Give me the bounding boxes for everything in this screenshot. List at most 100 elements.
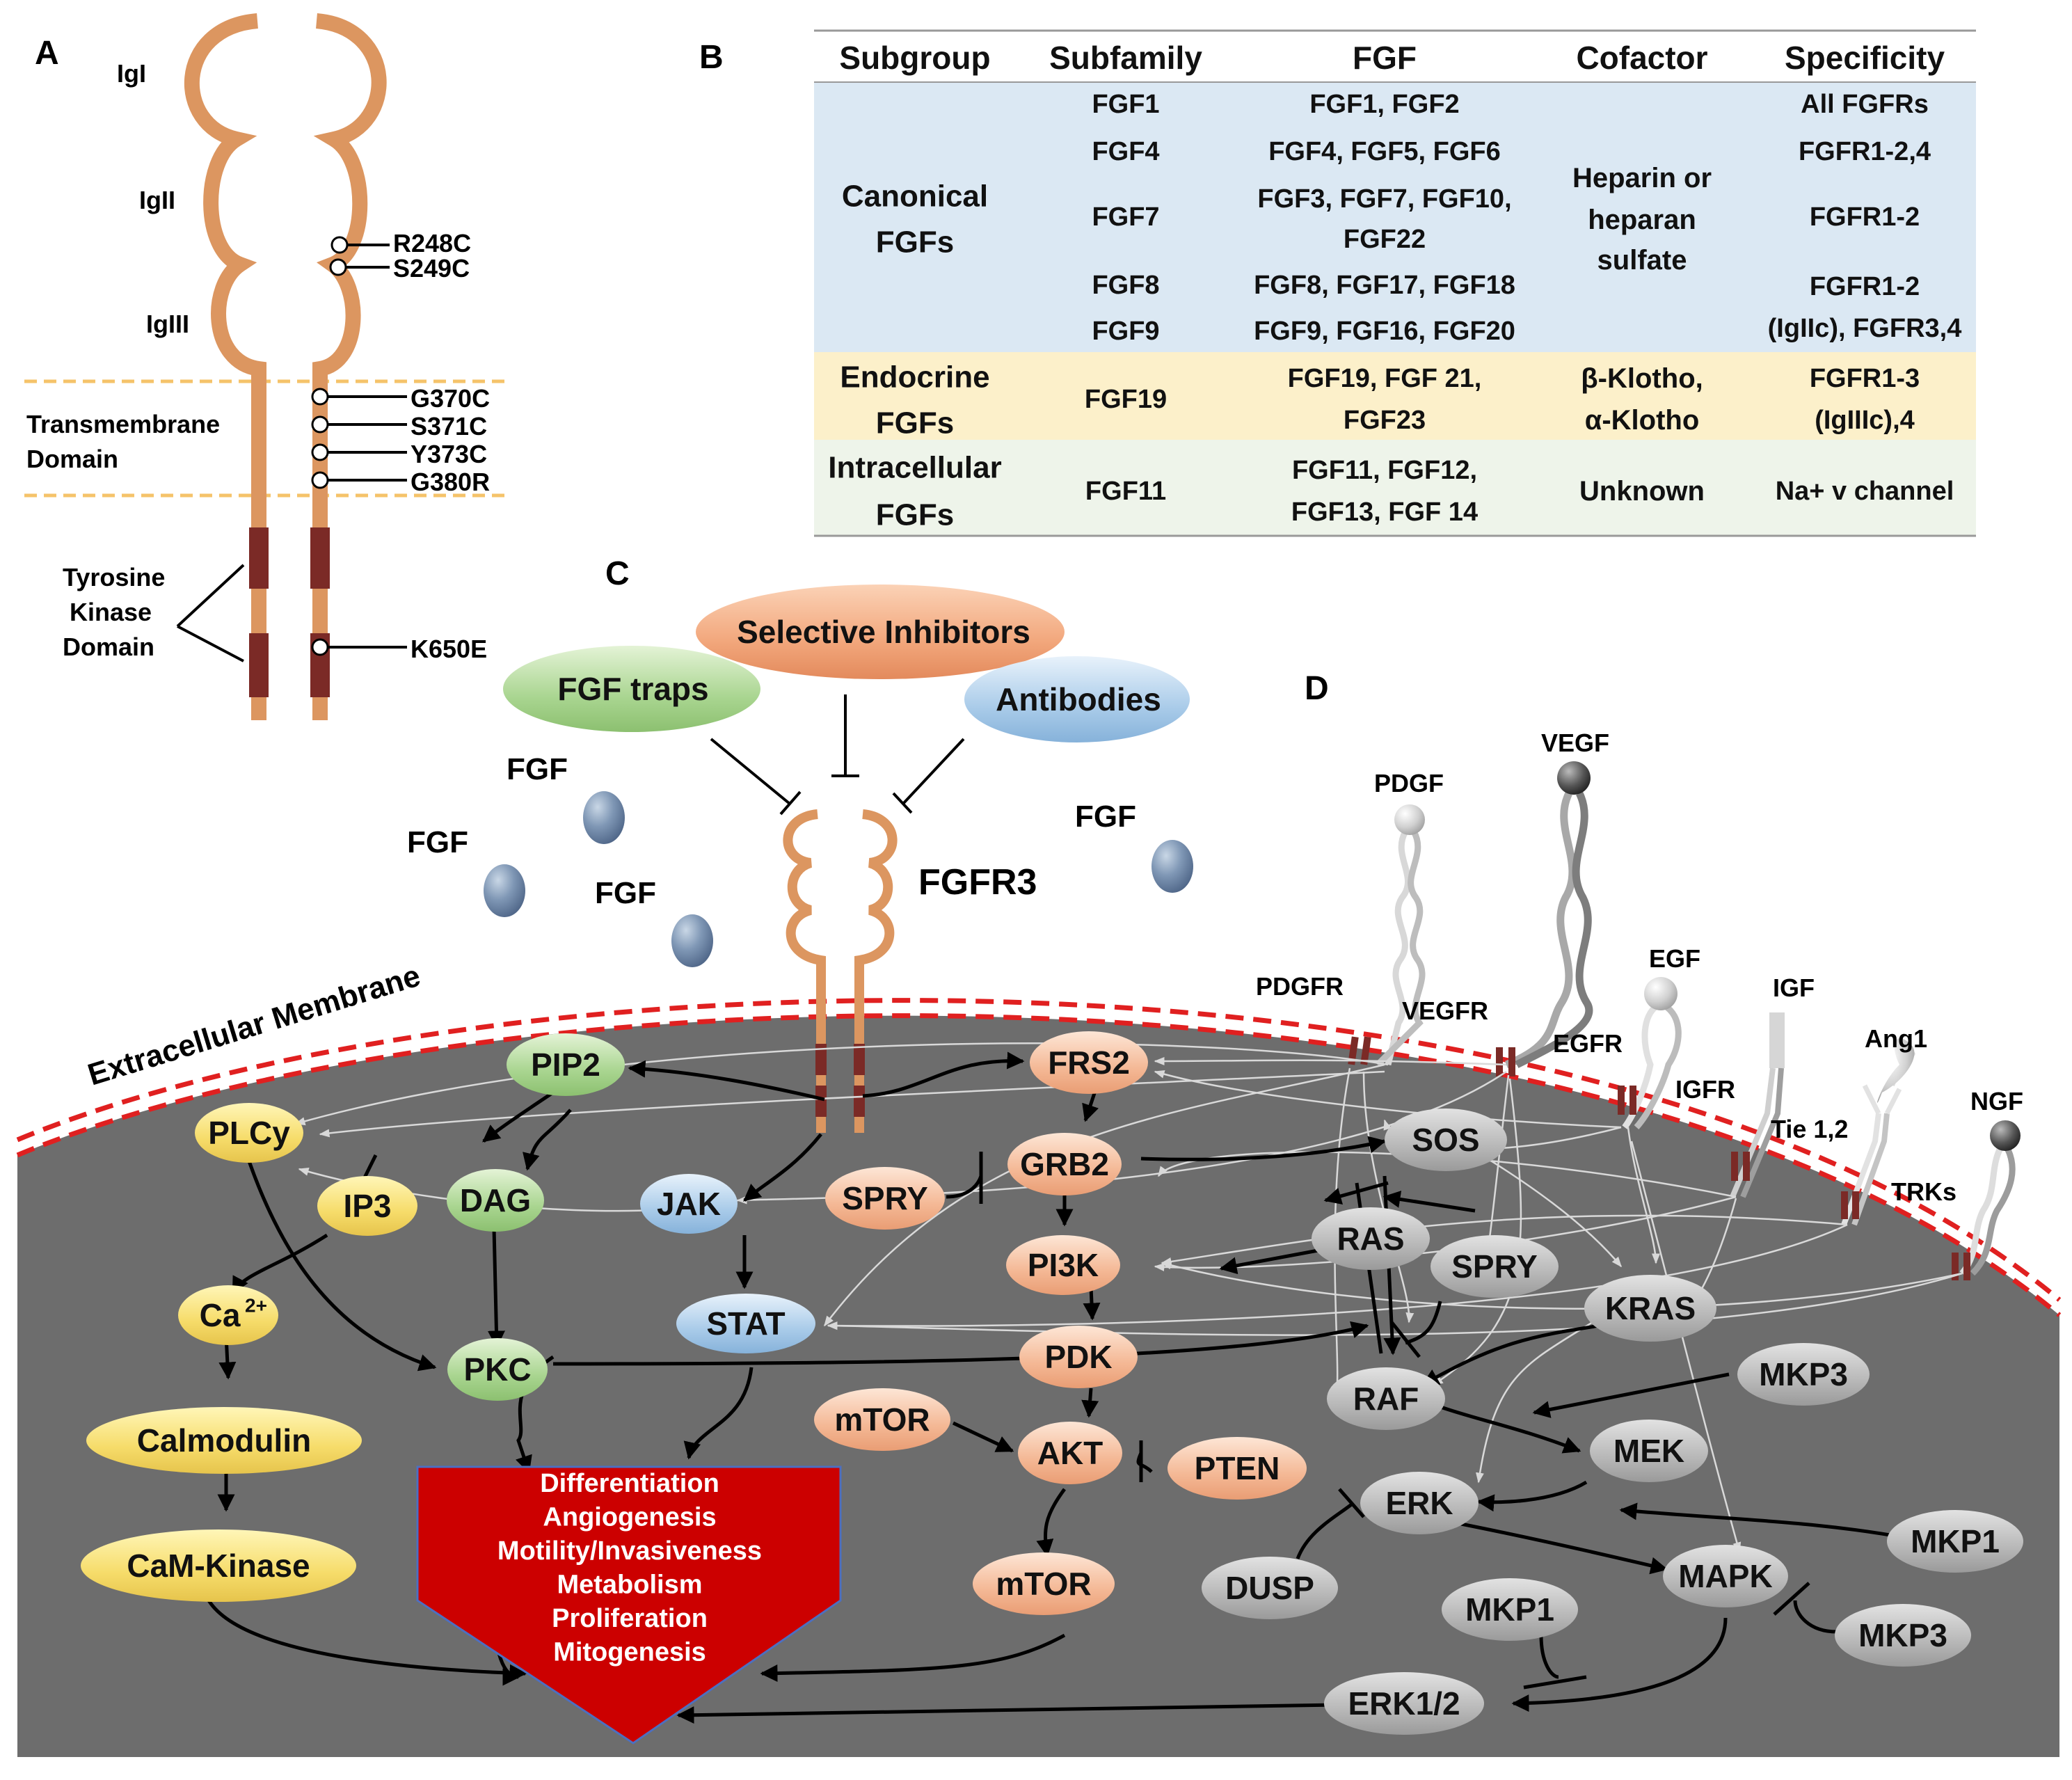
node-spry1-label: SPRY: [842, 1180, 928, 1216]
node-plcy-ellipse: [195, 1103, 303, 1163]
canonical-specificity: (IgIIc), FGFR3,4: [1768, 314, 1962, 343]
node-raf: RAF: [1327, 1367, 1445, 1430]
node-frs2-ellipse: [1030, 1031, 1148, 1094]
tm-label-2: Domain: [26, 445, 118, 473]
node-ras: RAS: [1312, 1207, 1430, 1270]
node-sos-label: SOS: [1412, 1122, 1479, 1158]
mutation-label: K650E: [411, 635, 487, 663]
tk-label-1: Tyrosine: [63, 563, 165, 591]
node-pip2-label: PIP2: [531, 1047, 600, 1083]
node-mkp1a-ellipse: [1442, 1578, 1578, 1641]
canonical-cofactor: sulfate: [1597, 245, 1687, 276]
igfr-label: IGFR: [1675, 1075, 1735, 1104]
vegf-ligand: [1557, 761, 1591, 795]
egf-ligand: [1644, 977, 1677, 1010]
node-raf-ellipse: [1327, 1367, 1445, 1430]
tk-block-right-1: [310, 527, 330, 589]
mutation-label: G380R: [411, 468, 490, 496]
node-pi3k-label: PI3K: [1028, 1247, 1099, 1283]
outcome-item: Proliferation: [552, 1604, 708, 1633]
node-pi3k-ellipse: [1006, 1235, 1120, 1295]
node-dusp-ellipse: [1202, 1557, 1338, 1619]
intracellular-fgf-members: FGF11, FGF12,: [1292, 456, 1477, 485]
intracellular-subgroup-line2: FGFs: [876, 498, 954, 532]
node-akt: AKT: [1018, 1422, 1122, 1484]
node-mapk-label: MAPK: [1678, 1558, 1772, 1594]
igf-label: IGF: [1773, 974, 1815, 1002]
selective-inhibitors-ellipse: [696, 585, 1065, 679]
node-stat: STAT: [676, 1294, 815, 1353]
fgf-ball-3: [671, 914, 713, 967]
node-erk-ellipse: [1360, 1472, 1479, 1534]
panel-d: D PDGF PDGFR VEGF VEGFR E: [1256, 670, 2023, 1280]
pdgfr-label: PDGFR: [1256, 972, 1344, 1001]
outcome-item: Mitogenesis: [553, 1638, 706, 1667]
canonical-fgf-members: FGF9, FGF16, FGF20: [1254, 317, 1515, 346]
canonical-subfamily: FGF9: [1092, 317, 1159, 346]
igfr-receptor: IGF IGFR: [1675, 974, 1815, 1198]
tk-bracket: [176, 564, 245, 662]
node-mtor2-ellipse: [973, 1552, 1115, 1615]
fgf-label-2: FGF: [407, 825, 468, 859]
table-header: Subfamily: [1049, 40, 1202, 76]
outcome-item: Differentiation: [540, 1469, 719, 1498]
node-erk12-ellipse: [1324, 1672, 1484, 1735]
fgf-ball-2: [484, 864, 525, 917]
tie-receptor: Ang1 Tie 1,2: [1771, 1024, 1927, 1226]
mutation-site-marker: [311, 443, 329, 461]
intracellular-cofactor: Unknown: [1579, 476, 1705, 507]
canonical-fgf-members: FGF3, FGF7, FGF10,: [1257, 184, 1511, 214]
node-mkp3a-label: MKP3: [1759, 1356, 1848, 1392]
node-kras: KRAS: [1584, 1275, 1716, 1342]
node-mek-label: MEK: [1613, 1433, 1684, 1469]
node-sos: SOS: [1385, 1108, 1507, 1171]
mutation-label: Y373C: [411, 440, 487, 468]
node-jak-label: JAK: [657, 1186, 721, 1222]
node-sos-ellipse: [1385, 1108, 1507, 1171]
panel-a-label: A: [35, 35, 59, 72]
mutation-site-marker: [311, 471, 329, 489]
node-pten: PTEN: [1168, 1437, 1307, 1500]
endocrine-fgf-members: FGF23: [1344, 406, 1426, 435]
node-mapk-ellipse: [1663, 1545, 1788, 1607]
pdgf-ligand: [1394, 804, 1425, 835]
node-plcy-label: PLCy: [208, 1115, 290, 1151]
node-grb2: GRB2: [1007, 1133, 1122, 1195]
ang1-label: Ang1: [1865, 1024, 1927, 1053]
mutation-site-marker: [311, 388, 329, 406]
node-ras-label: RAS: [1337, 1221, 1404, 1257]
table-canonical-bg: [814, 82, 1976, 352]
receptor-a-left: [184, 13, 266, 720]
table-header: Specificity: [1785, 40, 1945, 76]
vegf-label: VEGF: [1541, 729, 1609, 757]
canonical-specificity: FGFR1-2: [1810, 202, 1920, 232]
node-spry2-ellipse: [1431, 1235, 1559, 1298]
egfr-label: EGFR: [1553, 1029, 1623, 1058]
fgfr3-tk-right-1: [854, 1044, 865, 1075]
domain-igiii: IgIII: [146, 310, 189, 338]
fgfr3-tk-left-1: [815, 1044, 827, 1075]
canonical-subfamily: FGF7: [1092, 202, 1159, 232]
intracellular-subgroup-line1: Intracellular: [828, 451, 1001, 485]
node-calmodulin: Calmodulin: [86, 1407, 362, 1474]
node-mkp1b: MKP1: [1887, 1510, 2023, 1573]
node-mkp3b: MKP3: [1835, 1604, 1971, 1667]
node-raf-label: RAF: [1353, 1381, 1419, 1417]
node-pdk-ellipse: [1019, 1326, 1138, 1388]
trks-receptor: NGF TRKs: [1891, 1087, 2023, 1280]
node-frs2-label: FRS2: [1048, 1044, 1130, 1081]
canonical-fgf-members: FGF22: [1344, 225, 1426, 254]
endocrine-subgroup-line2: FGFs: [876, 406, 954, 440]
endocrine-specificity: (IgIIIc),4: [1815, 406, 1915, 435]
domain-igi: IgI: [117, 59, 146, 88]
panel-a: A IgI IgII IgIII Transmembrane Domain Ty…: [24, 13, 508, 720]
canonical-cofactor: heparan: [1588, 205, 1696, 235]
node-mkp1a-label: MKP1: [1465, 1591, 1554, 1628]
outcome-item: Metabolism: [557, 1571, 702, 1600]
node-spry2: SPRY: [1431, 1235, 1559, 1298]
canonical-subfamily: FGF4: [1092, 137, 1159, 166]
mutation-site-marker: [311, 638, 329, 656]
node-camk: CaM-Kinase: [81, 1529, 356, 1602]
